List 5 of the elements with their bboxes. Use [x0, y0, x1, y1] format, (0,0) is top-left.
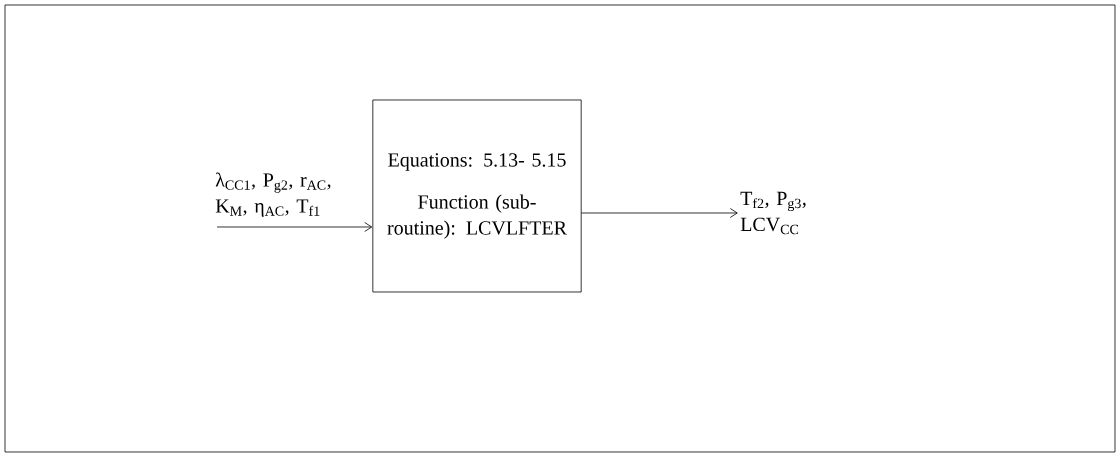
variable-list: T$_{f2}$, P$_{g3}$, LCV$_{CC}$ [740, 191, 806, 235]
arrow [581, 208, 738, 218]
variable-list: λ$_{CC1}$, P$_{g2}$, r$_{AC}$, K$_{M}$, η$_{AC}$, T$_{f1}$ [215, 172, 331, 217]
arrow [216, 222, 373, 232]
process-box: Equations: 5.13- 5.15 Function (sub-routine): LCVLFTER [372, 99, 582, 293]
